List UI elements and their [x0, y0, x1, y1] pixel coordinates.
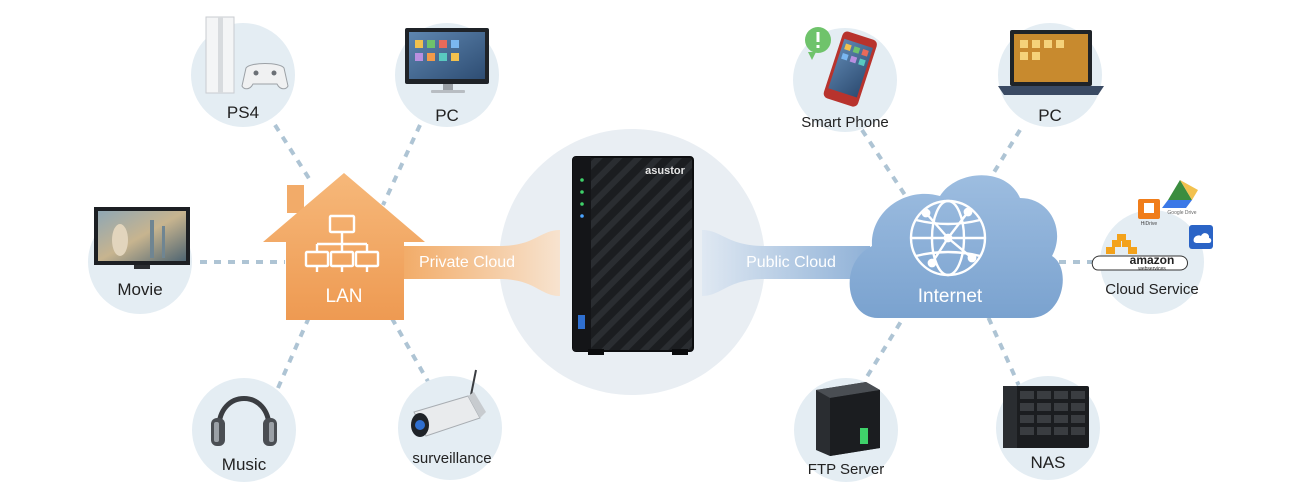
house-chimney	[287, 185, 304, 213]
status-led-4	[580, 214, 584, 218]
nas-rack-icon	[1003, 386, 1089, 448]
connector-pc-left	[381, 124, 422, 206]
internet-connectors	[858, 128, 1100, 390]
globe-network-icon	[909, 199, 987, 277]
node-pc-right[interactable]: PC	[998, 23, 1104, 127]
usb-port	[578, 315, 585, 329]
nas-brand-logo: asustor	[645, 165, 685, 177]
ps4-label: PS4	[227, 103, 259, 122]
node-pc-left[interactable]: PC	[395, 23, 499, 127]
internet-label: Internet	[918, 286, 983, 307]
connector-nas	[983, 309, 1022, 389]
tv-icon	[94, 207, 190, 269]
google-drive-logo: Google Drive	[1162, 180, 1198, 216]
hidrive-text: HiDrive	[1141, 221, 1158, 227]
aws-webservices-text: webservices	[1138, 266, 1166, 272]
server-tower-icon	[816, 382, 880, 456]
aws-logo: amazon webservices	[1091, 234, 1188, 272]
lan-label: LAN	[326, 286, 363, 307]
lan-house: LAN	[263, 173, 425, 320]
asustor-nas-device: asustor	[572, 156, 694, 355]
node-music[interactable]: Music	[192, 378, 296, 482]
internet-cloud: Internet	[849, 175, 1063, 318]
lan-connectors	[200, 123, 432, 389]
movie-label: Movie	[117, 280, 162, 299]
ps4-console-icon	[205, 16, 289, 94]
nas-body	[573, 157, 693, 351]
public-cloud-label: Public Cloud	[746, 254, 836, 271]
pc-left-label: PC	[435, 106, 459, 125]
surveillance-label: surveillance	[412, 450, 491, 467]
connector-surveillance	[388, 314, 432, 386]
node-surveillance[interactable]: surveillance	[398, 369, 502, 480]
node-ftp-server[interactable]: FTP Server	[794, 378, 898, 482]
pc-right-label: PC	[1038, 106, 1062, 125]
onedrive-logo	[1189, 225, 1213, 249]
google-drive-text: Google Drive	[1167, 210, 1196, 216]
security-camera-icon	[411, 369, 486, 437]
node-cloud-service[interactable]: Google Drive HiDrive amazon webservices …	[1091, 180, 1213, 314]
connector-smart-phone	[860, 128, 907, 197]
music-label: Music	[222, 455, 267, 474]
ftp-server-label: FTP Server	[808, 461, 884, 478]
monitor-icon	[405, 28, 489, 93]
hidrive-logo: HiDrive	[1138, 199, 1160, 227]
nas-label: NAS	[1031, 453, 1066, 472]
connector-ps4	[273, 123, 312, 182]
connector-ftp-server	[858, 313, 907, 390]
headphones-icon	[211, 396, 277, 446]
smartphone-icon	[805, 27, 877, 107]
public-cloud-band	[702, 230, 870, 296]
node-nas[interactable]: NAS	[996, 376, 1100, 480]
node-movie[interactable]: Movie	[88, 207, 192, 314]
node-smart-phone[interactable]: Smart Phone	[793, 27, 897, 132]
private-cloud-label: Private Cloud	[419, 254, 515, 271]
status-led-2	[580, 190, 584, 194]
aws-amazon-text: amazon	[1130, 253, 1175, 267]
connector-music	[276, 314, 312, 389]
laptop-icon	[998, 30, 1104, 95]
status-led-1	[580, 178, 584, 182]
status-led-3	[580, 202, 584, 206]
cloud-service-label: Cloud Service	[1105, 281, 1198, 298]
network-icon	[304, 214, 380, 272]
house-shape	[263, 173, 425, 320]
cloud-shape	[849, 175, 1063, 318]
smart-phone-label: Smart Phone	[801, 114, 889, 131]
private-cloud-band	[395, 230, 560, 296]
node-ps4[interactable]: PS4	[191, 16, 295, 127]
